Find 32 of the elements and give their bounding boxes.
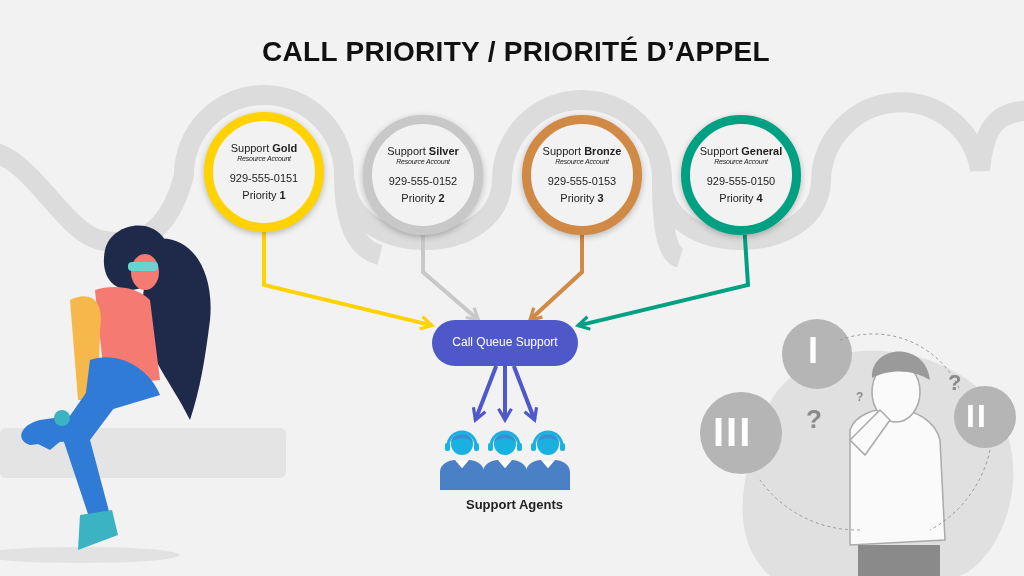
priority-level: Priority 2 (401, 191, 445, 206)
question-mark: ? (806, 404, 822, 435)
priority-circle (681, 115, 801, 235)
account-name: Support General (699, 144, 783, 159)
priority-level: Priority 4 (719, 191, 763, 206)
question-mark: ? (856, 390, 864, 404)
roman-numeral: I (808, 330, 820, 372)
priority-level: Priority 1 (242, 188, 286, 203)
priority-level: Priority 3 (560, 191, 604, 206)
arrow (497, 366, 513, 422)
roman-numeral: III (713, 410, 753, 455)
priority-circle (363, 115, 483, 235)
diagram-title: CALL PRIORITY / PRIORITÉ D’APPEL (262, 36, 770, 68)
call-queue-pill: Call Queue Support (432, 320, 578, 366)
phone-number: 929-555-0151 (229, 172, 299, 186)
account-name: Support Gold (230, 141, 298, 156)
arrow (421, 235, 480, 322)
account-name: Support Bronze (542, 144, 622, 159)
phone-number: 929-555-0153 (547, 175, 617, 189)
arrow (262, 232, 434, 331)
arrow (471, 365, 499, 422)
arrow (576, 234, 751, 331)
question-mark: ? (948, 370, 962, 396)
phone-number: 929-555-0150 (706, 175, 776, 189)
arrow (511, 365, 539, 422)
priority-circle (522, 115, 642, 235)
arrow (528, 235, 584, 322)
priority-circle (204, 112, 324, 232)
roman-numeral: II (966, 398, 988, 435)
account-name: Support Silver (387, 144, 459, 159)
phone-number: 929-555-0152 (388, 175, 458, 189)
agents-caption: Support Agents (466, 497, 563, 512)
